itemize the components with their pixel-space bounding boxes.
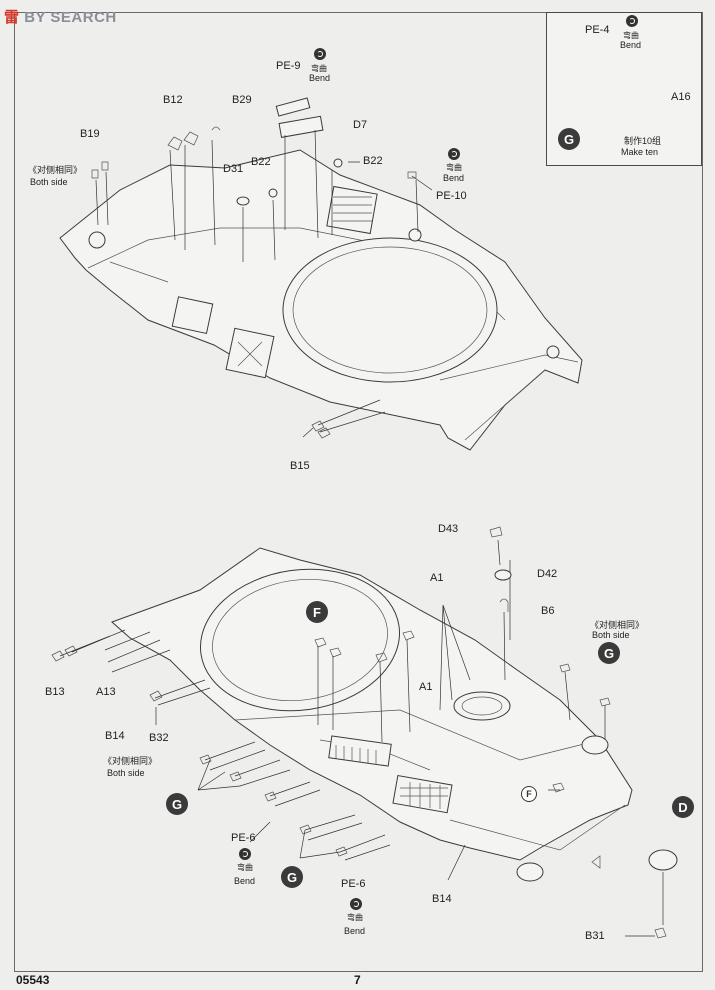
label-d7: D7: [353, 119, 368, 131]
bend-label: Bend: [344, 926, 366, 936]
label-b15: B15: [290, 460, 310, 472]
bend-label: Bend: [309, 73, 331, 83]
bend-cn: 弯曲: [237, 863, 253, 872]
both-side-cn: 《对侧相同》: [103, 756, 158, 766]
step-g-badge: G: [558, 128, 580, 150]
product-code: 05543: [16, 973, 50, 987]
label-b19: B19: [80, 128, 100, 140]
label-pe9: PE-9: [276, 60, 301, 72]
ref-f-badge: F: [521, 786, 537, 802]
make-ten: Make ten: [621, 147, 659, 157]
label-b22-left: B22: [251, 156, 271, 168]
bend-cn: 弯曲: [446, 163, 462, 172]
label-b6: B6: [541, 605, 555, 617]
step-g-badge: G: [598, 642, 620, 664]
bend-icon: [314, 48, 326, 60]
page-number: 7: [354, 973, 361, 987]
bend-cn: 弯曲: [623, 31, 639, 40]
step-f-badge: F: [306, 601, 328, 623]
bend-icon: [448, 148, 460, 160]
lower-parts: [51, 526, 678, 939]
label-d31: D31: [223, 163, 244, 175]
label-b14-left: B14: [105, 730, 125, 742]
both-side-cn: 《对侧相同》: [28, 165, 83, 175]
label-b12: B12: [163, 94, 183, 106]
bend-icon: [239, 848, 251, 860]
both-side-cn: 《对侧相同》: [590, 620, 645, 630]
bend-label: Bend: [620, 40, 642, 50]
label-b29: B29: [232, 94, 252, 106]
bend-label: Bend: [234, 876, 256, 886]
bend-cn: 弯曲: [311, 64, 327, 73]
both-side: Both side: [30, 177, 68, 187]
make-ten-cn: 制作10组: [624, 136, 662, 146]
upper-hull-top: [59, 149, 583, 451]
watermark: 雷 BY SEARCH: [4, 9, 117, 26]
label-a1-mid: A1: [419, 681, 433, 693]
label-a16: A16: [671, 91, 691, 103]
bend-label: Bend: [443, 173, 465, 183]
bend-cn: 弯曲: [347, 913, 363, 922]
step-g-badge: G: [281, 866, 303, 888]
label-pe6-left: PE-6: [231, 832, 256, 844]
label-b14-right: B14: [432, 893, 452, 905]
label-pe10: PE-10: [436, 190, 467, 202]
label-b31: B31: [585, 930, 605, 942]
label-b22-right: B22: [363, 155, 383, 167]
label-pe6-right: PE-6: [341, 878, 366, 890]
label-d43: D43: [438, 523, 459, 535]
page-border: [14, 12, 703, 972]
label-pe4: PE-4: [585, 24, 610, 36]
step-d-badge: D: [672, 796, 694, 818]
step-g-badge: G: [166, 793, 188, 815]
upper-parts: [91, 97, 433, 439]
both-side: Both side: [592, 630, 630, 640]
bend-icon: [350, 898, 362, 910]
bend-icon: [626, 15, 638, 27]
lower-hull-bottom: [111, 547, 633, 882]
watermark-text: BY SEARCH: [24, 9, 117, 26]
label-a1-top: A1: [430, 572, 444, 584]
label-a13: A13: [96, 686, 116, 698]
both-side: Both side: [107, 768, 145, 778]
label-b32: B32: [149, 732, 169, 744]
label-b13: B13: [45, 686, 65, 698]
label-d42: D42: [537, 568, 558, 580]
